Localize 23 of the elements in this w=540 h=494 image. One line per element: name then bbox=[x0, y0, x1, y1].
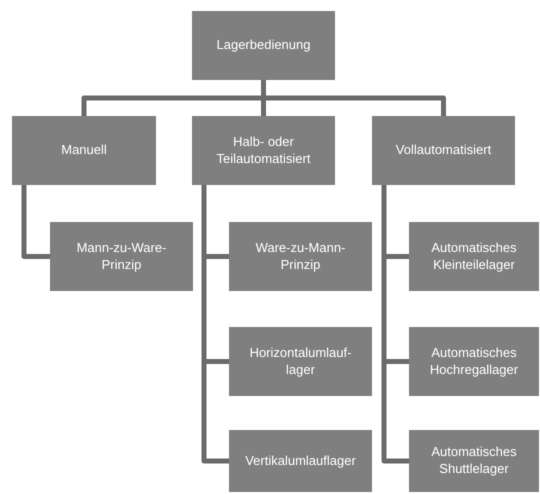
box-label: Mann-zu-Ware-Prinzip bbox=[76, 240, 168, 274]
category-box bbox=[372, 116, 515, 185]
box-label: Ware-zu-Mann-Prinzip bbox=[254, 240, 346, 274]
category-box bbox=[192, 116, 335, 185]
category-box bbox=[192, 11, 335, 80]
connector-line bbox=[22, 185, 50, 259]
category-box bbox=[50, 222, 193, 291]
category-box bbox=[409, 327, 539, 396]
category-box bbox=[229, 222, 372, 291]
box-label: Vertikalumlauflager bbox=[245, 452, 356, 470]
category-box bbox=[229, 430, 372, 492]
box-label: Vollautomatisiert bbox=[396, 142, 492, 159]
box-label: Manuell bbox=[61, 142, 107, 159]
box-label: Halb- oder Teilautomatisiert bbox=[216, 134, 312, 168]
box-label: Automatisches Hochregallager bbox=[428, 344, 520, 378]
category-box bbox=[12, 116, 156, 185]
box-label: Horizontalumlauf-lager bbox=[248, 344, 352, 378]
box-label: Lagerbedienung bbox=[216, 37, 310, 54]
box-label: Automatisches Kleinteilelager bbox=[430, 240, 518, 274]
box-label: Automatisches Shuttlelager bbox=[430, 444, 518, 478]
category-box bbox=[229, 327, 372, 396]
category-box bbox=[409, 430, 539, 492]
category-box bbox=[409, 222, 539, 291]
